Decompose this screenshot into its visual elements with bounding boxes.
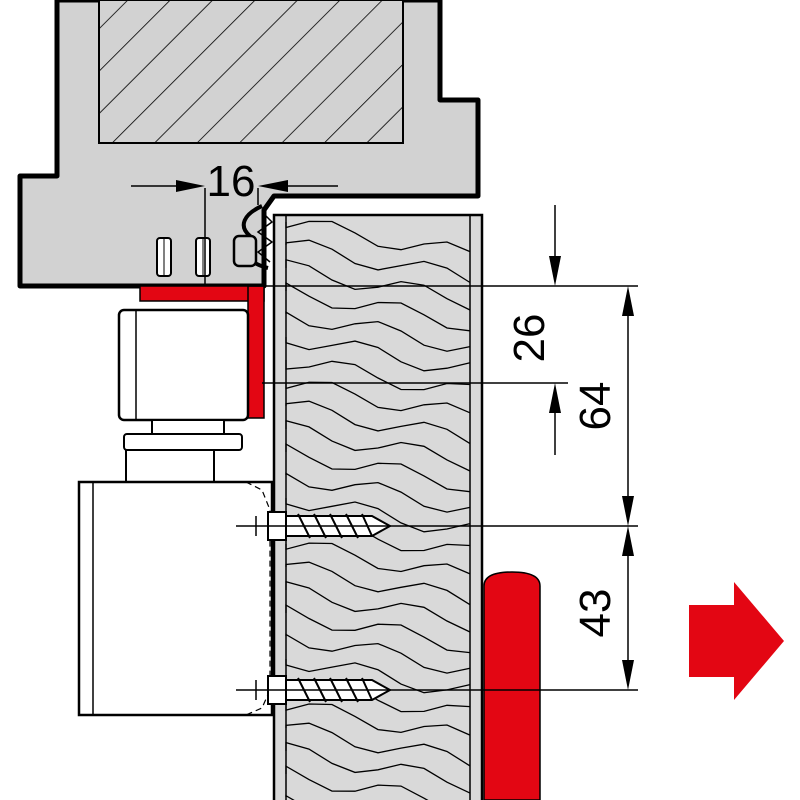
dim-label-43: 43 [571, 589, 620, 638]
dim-label-26: 26 [505, 314, 554, 363]
grain-line [285, 561, 471, 606]
hinge-red [483, 571, 541, 800]
dim43-arrow-bottom [622, 660, 634, 690]
spindle [125, 449, 215, 483]
grain-line [285, 765, 429, 800]
grain-line [285, 741, 471, 794]
mounting-plate-side-red [247, 285, 265, 419]
dim64-arrow-top [622, 286, 634, 316]
door-frame [17, 0, 481, 289]
grain-line [285, 281, 471, 332]
grain-line [285, 239, 471, 284]
grain-line [285, 337, 471, 372]
dimension-lines [131, 180, 638, 700]
closer-endcap [245, 481, 271, 716]
grain-line [285, 703, 471, 736]
dim26-arrow-top [549, 256, 561, 286]
grain-line [285, 400, 471, 445]
grain-line [285, 311, 471, 352]
closer-body [77, 480, 274, 717]
grain-line [285, 498, 471, 533]
mounting-plate-red [139, 284, 265, 302]
dim-label-64: 64 [571, 382, 620, 431]
grain-line [285, 580, 471, 633]
grain-line [285, 442, 471, 493]
grain-line [285, 360, 471, 391]
grain-line [285, 419, 471, 472]
seal-inner [256, 211, 274, 263]
dim43-arrow-top [622, 526, 634, 556]
grain-line [285, 633, 471, 674]
grain-line [285, 659, 471, 694]
dim-label-16: 16 [207, 157, 256, 206]
arrow-right-icon [689, 582, 784, 700]
dim26-arrow-bottom [549, 383, 561, 413]
grain-line [285, 603, 471, 654]
grain-line [285, 381, 471, 414]
leaf-body [272, 213, 484, 800]
frame-core-hatched [98, 0, 404, 144]
grain-line [285, 220, 471, 253]
washer [151, 419, 225, 435]
grain-line [285, 542, 471, 575]
dim16-arrow-left [176, 180, 205, 192]
seal-block [232, 234, 258, 268]
dim16-arrow-right [258, 180, 288, 192]
door-closer [77, 284, 274, 717]
spindle-cap [123, 433, 243, 451]
arm-upper [117, 308, 250, 422]
grain-line [285, 472, 471, 513]
door-leaf [272, 213, 484, 800]
grain-line [285, 722, 471, 767]
dim64-arrow-bottom [622, 496, 634, 526]
grain-line [285, 258, 471, 311]
